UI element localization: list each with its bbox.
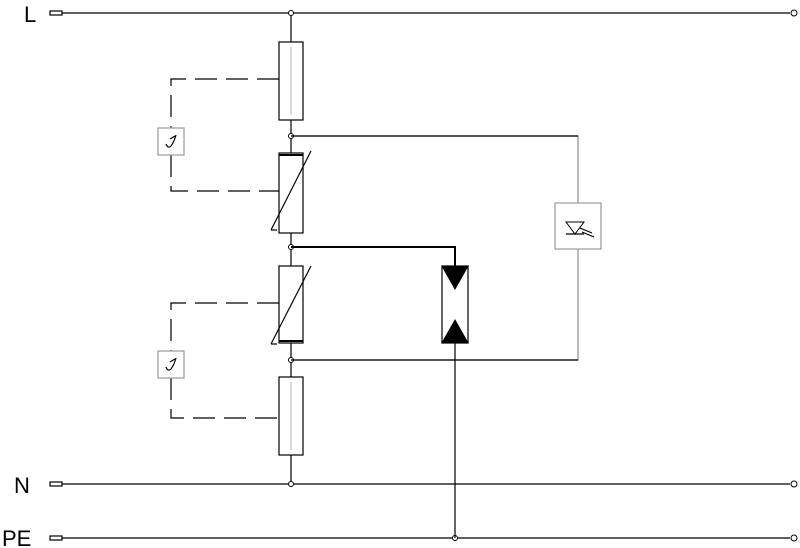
terminal-stub-l-left <box>49 10 63 16</box>
top-thermal-fuse <box>278 41 304 121</box>
junction-node-neutral <box>288 481 294 487</box>
gas-discharge-tube <box>441 265 469 344</box>
thermal-switch-icon <box>165 134 177 148</box>
indicator-loop-wires <box>291 135 579 361</box>
gas-discharge-tube-icon <box>441 265 469 344</box>
led-indicator-icon <box>565 221 595 238</box>
upper-varistor <box>270 150 312 234</box>
lower-thermal-switch <box>157 302 279 419</box>
line-bus <box>49 9 798 17</box>
terminal-label-pe: PE <box>2 526 31 548</box>
terminal-stub-pe-right <box>790 534 798 542</box>
status-indicator <box>554 202 602 250</box>
upper-thermal-switch <box>157 78 279 192</box>
terminal-stub-pe-left <box>49 535 63 541</box>
terminal-stub-n-left <box>49 481 63 487</box>
terminal-stub-l-right <box>790 9 798 17</box>
pe-bus <box>49 534 798 542</box>
terminal-stub-n-right <box>790 480 798 488</box>
junction-node-line <box>288 10 294 16</box>
lower-varistor <box>270 265 312 345</box>
gdt-branch-wires <box>291 246 456 538</box>
terminal-label-n: N <box>14 473 30 498</box>
thermal-switch-icon <box>165 357 177 371</box>
bottom-thermal-fuse <box>278 376 304 456</box>
neutral-bus <box>49 480 798 488</box>
terminal-label-l: L <box>24 2 36 27</box>
